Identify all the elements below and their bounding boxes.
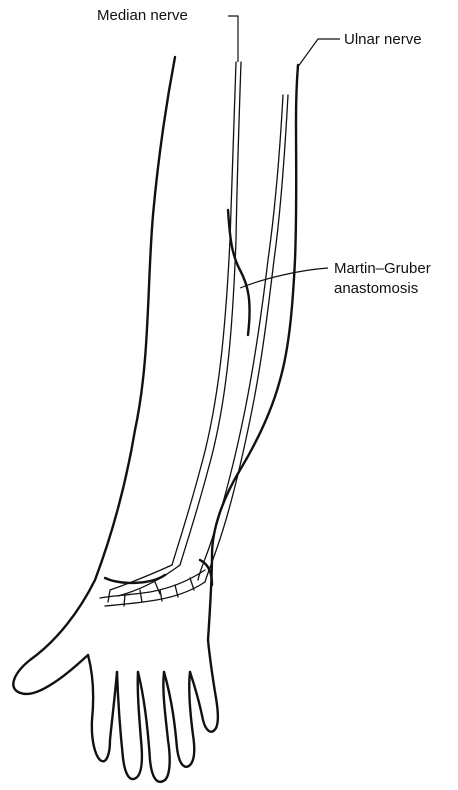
index-finger [117, 672, 142, 779]
anastomosis-leader [240, 268, 328, 288]
anastomosis-label-line2: anastomosis [334, 279, 418, 298]
wrist-crease [105, 560, 212, 585]
ulnar-nerve-leader [297, 39, 340, 68]
median-nerve-label: Median nerve [97, 6, 188, 25]
little-finger [190, 640, 218, 732]
middle-finger [138, 672, 170, 782]
ulnar-nerve-left [198, 95, 283, 580]
ulnar-nerve-label: Ulnar nerve [344, 30, 422, 49]
ulnar-nerve-right [205, 95, 288, 582]
arm-outline-lateral [13, 57, 175, 694]
median-nerve-right [180, 62, 241, 565]
martin-gruber-anastomosis [228, 210, 250, 335]
thumb-edge [88, 655, 117, 761]
anastomosis-label-line1: Martin–Gruber [334, 259, 431, 278]
median-nerve-leader [228, 16, 238, 62]
median-nerve-branches [108, 565, 180, 606]
